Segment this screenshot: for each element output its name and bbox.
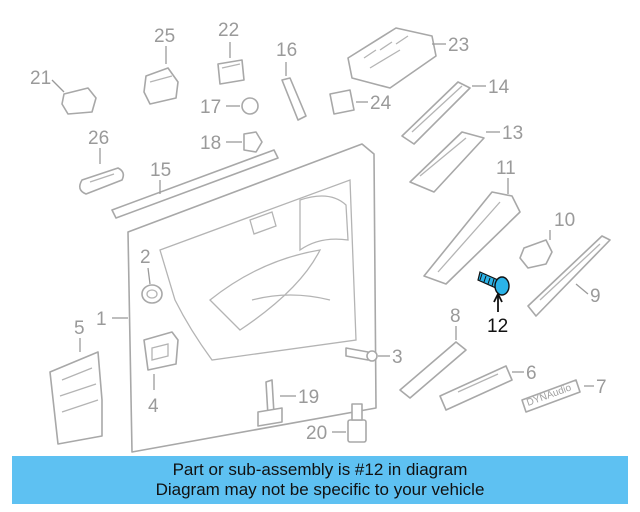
part-13-switch-bezel: 13 bbox=[409, 123, 523, 193]
banner-line-2: Diagram may not be specific to your vehi… bbox=[155, 480, 485, 499]
callout-24: 24 bbox=[370, 93, 392, 114]
part-16-mirror-cover: 16 bbox=[276, 40, 307, 121]
part-23-master-switch: 23 bbox=[347, 27, 469, 89]
part-2-grommet: 2 bbox=[140, 247, 163, 304]
callout-18: 18 bbox=[200, 133, 221, 154]
banner-line-1: Part or sub-assembly is #12 in diagram bbox=[172, 460, 468, 479]
part-5-speaker-cover: 5 bbox=[49, 318, 103, 445]
callout-6: 6 bbox=[526, 363, 537, 384]
part-11-trim-panel: 11 bbox=[423, 158, 521, 285]
callout-19: 19 bbox=[298, 387, 319, 408]
callout-1: 1 bbox=[96, 309, 107, 330]
info-banner: Part or sub-assembly is #12 in diagram D… bbox=[12, 456, 628, 504]
callout-13: 13 bbox=[502, 123, 523, 144]
part-3-screw: 3 bbox=[345, 347, 403, 368]
callout-3: 3 bbox=[392, 347, 403, 368]
part-25-switch: 25 bbox=[143, 26, 179, 105]
part-17-clip: 17 bbox=[200, 97, 259, 118]
part-4-bracket: 4 bbox=[143, 331, 179, 417]
part-8-trim-strip: 8 bbox=[399, 306, 467, 399]
callout-11: 11 bbox=[496, 158, 516, 179]
callout-16: 16 bbox=[276, 40, 297, 61]
part-20-bulb-socket: 20 bbox=[306, 403, 367, 444]
part-12-head bbox=[494, 276, 510, 296]
part-18-clip: 18 bbox=[200, 131, 263, 154]
part-24-switch: 24 bbox=[329, 89, 392, 115]
callout-23: 23 bbox=[448, 35, 469, 56]
callout-4: 4 bbox=[148, 396, 159, 417]
part-22-switch: 22 bbox=[217, 20, 245, 85]
callout-10: 10 bbox=[554, 210, 575, 231]
part-26-door-handle: 26 bbox=[78, 128, 125, 195]
callout-14: 14 bbox=[488, 77, 510, 98]
callout-7: 7 bbox=[596, 377, 607, 398]
part-10-clip: 10 bbox=[519, 210, 575, 269]
callout-2: 2 bbox=[140, 247, 151, 268]
part-14-switch-bezel: 14 bbox=[401, 77, 510, 145]
callout-5: 5 bbox=[74, 318, 85, 339]
callout-25: 25 bbox=[154, 26, 175, 47]
callout-12: 12 bbox=[487, 316, 508, 337]
callout-26: 26 bbox=[88, 128, 109, 149]
exploded-parts-diagram: 1 2 3 4 5 6 DYNAudio 7 bbox=[30, 20, 611, 453]
callout-15: 15 bbox=[150, 160, 171, 181]
part-15-window-seal: 15 bbox=[111, 149, 279, 219]
callout-22: 22 bbox=[218, 20, 239, 41]
callout-9: 9 bbox=[590, 286, 601, 307]
callout-17: 17 bbox=[200, 97, 221, 118]
callout-8: 8 bbox=[450, 306, 461, 327]
part-12-screw-highlighted: 12 bbox=[477, 271, 510, 337]
part-1-door-trim-panel: 1 bbox=[96, 143, 377, 453]
callout-21: 21 bbox=[30, 68, 51, 89]
part-21-switch-knob: 21 bbox=[30, 68, 97, 115]
part-6-trim-insert: 6 bbox=[439, 363, 537, 411]
callout-20: 20 bbox=[306, 423, 327, 444]
part-19-connector: 19 bbox=[257, 379, 319, 427]
part-9-trim-strip: 9 bbox=[527, 235, 611, 317]
